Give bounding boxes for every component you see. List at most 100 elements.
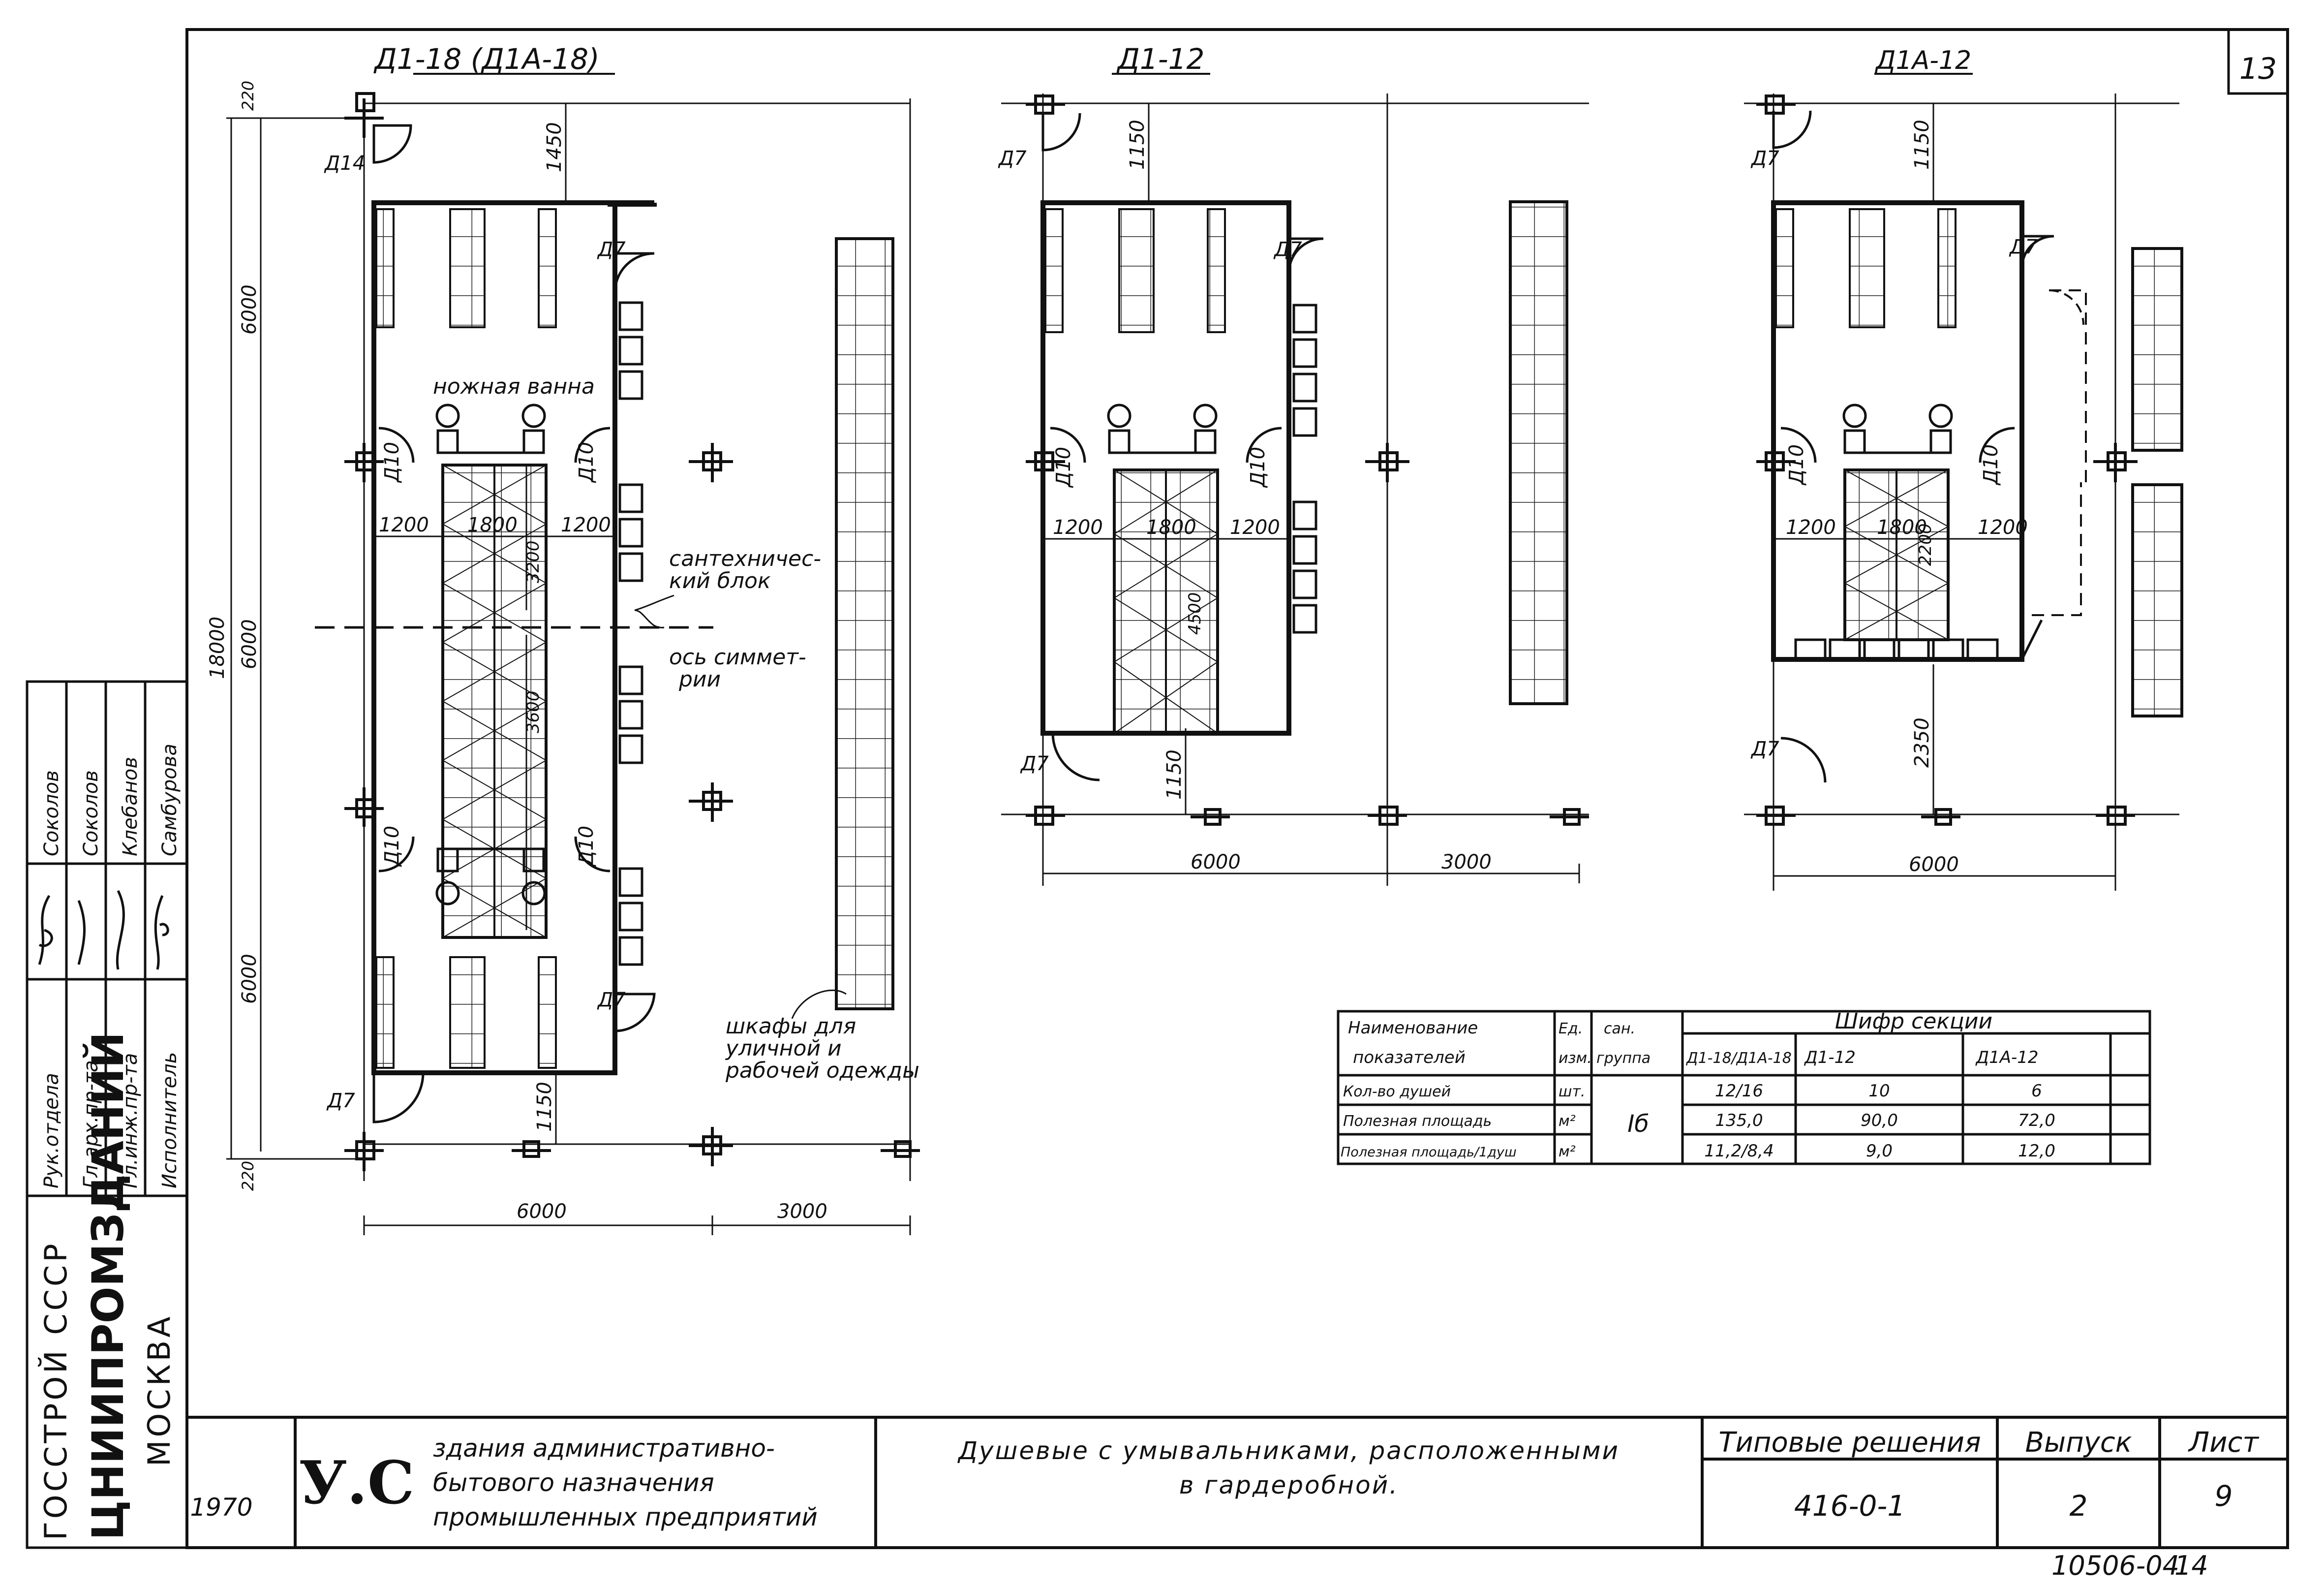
side-stamp-role-4: Исполнитель: [158, 1052, 181, 1188]
p3-dim-2350: 2350: [1911, 717, 1933, 768]
p2-dim-1200-left: 1200: [1053, 516, 1103, 539]
p2-door-d7-top: Д7: [998, 147, 1027, 170]
table-row-1-name: Кол-во душей: [1343, 1083, 1451, 1100]
title-typical-label: Типовые решения: [1718, 1427, 1981, 1459]
table-row-3-name: Полезная площадь/1душ: [1341, 1145, 1517, 1160]
p1-dim-bottom-3000: 3000: [777, 1200, 827, 1223]
p2-dim-1150-bottom: 1150: [1163, 749, 1186, 800]
table-h-group-2: группа: [1596, 1050, 1651, 1067]
title-sheet-value: 9: [2215, 1479, 2233, 1513]
p1-dim-6000-b: 6000: [238, 619, 261, 669]
p1-dim-bottom-gap: 220: [239, 1161, 257, 1191]
table-row-1-c3: 6: [2031, 1081, 2042, 1101]
side-stamp: [26, 680, 188, 1549]
p2-dim-bottom-6000: 6000: [1191, 851, 1241, 873]
p1-dim-1200-right: 1200: [561, 514, 611, 536]
table-row-3-c2: 9,0: [1866, 1141, 1893, 1161]
p3-door-d10-b: Д10: [1980, 444, 2002, 486]
p1-label-lockers-3: рабочей одежды: [725, 1058, 919, 1083]
plan-d1-18: Д1-18 (Д1А-18): [206, 42, 920, 1235]
table-row-2-name: Полезная площадь: [1343, 1113, 1492, 1130]
p1-dim-6000-a: 6000: [238, 284, 261, 335]
p1-dim-bottom-6000: 6000: [517, 1200, 567, 1223]
side-stamp-org-3: МОСКВА: [141, 1313, 177, 1466]
p1-door-d7-bottom-right: Д7: [597, 989, 626, 1011]
p1-door-d10-b: Д10: [575, 442, 598, 483]
p1-door-d10-d: Д10: [575, 826, 598, 867]
table-h-name-1: Наименование: [1348, 1018, 1478, 1038]
table-row-2-c3: 72,0: [2018, 1111, 2055, 1130]
title-sheet-label: Лист: [2188, 1427, 2259, 1459]
side-stamp-role-3: Гл.инж.пр-та: [119, 1053, 142, 1188]
side-stamp-org-2: ЦНИИПРОМЗДАНИЙ: [83, 1032, 133, 1540]
side-stamp-name-3: Клебанов: [119, 757, 142, 856]
table-h-unit-2: изм.: [1559, 1050, 1592, 1067]
p3-door-d10-a: Д10: [1785, 444, 1808, 486]
side-stamp-role-2: Гл.арх.пр-та: [80, 1060, 102, 1188]
sheet-number-top: 13: [2239, 52, 2277, 86]
table-row-1-c1: 12/16: [1715, 1081, 1763, 1101]
plan-title-d1-18: Д1-18 (Д1А-18): [373, 42, 599, 76]
inventory-page: 14: [2174, 1550, 2208, 1581]
p3-dim-1200-right: 1200: [1978, 516, 2028, 539]
p2-dim-1150-top: 1150: [1126, 120, 1149, 170]
plan-title-d1-12: Д1-12: [1116, 42, 1205, 76]
side-stamp-name-1: Соколов: [40, 770, 63, 856]
p1-dim-3200: 3200: [523, 540, 543, 583]
p3-dim-bottom-6000: 6000: [1909, 853, 1959, 876]
title-logo: У.С: [299, 1448, 415, 1518]
side-stamp-name-2: Соколов: [80, 770, 102, 856]
p1-dim-18000: 18000: [206, 617, 229, 679]
p1-dim-3600: 3600: [523, 690, 543, 733]
table-row-1-unit: шт.: [1559, 1083, 1585, 1100]
title-series-1: здания административно-: [433, 1434, 775, 1463]
title-series-2: бытового назначения: [433, 1468, 714, 1497]
p2-dim-4500: 4500: [1185, 592, 1205, 635]
p3-door-d7-bottom: Д7: [1750, 738, 1779, 760]
p3-door-d7-top: Д7: [1750, 147, 1779, 170]
p2-dim-bottom-3000: 3000: [1441, 851, 1492, 873]
plan-d1-12: Д1-12: [998, 42, 1589, 886]
p1-label-lockers-1: шкафы для: [726, 1014, 856, 1039]
table-h-c3: Д1А-12: [1975, 1048, 2039, 1067]
p1-label-lockers-2: уличной и: [725, 1036, 842, 1061]
p1-label-axis-1: ось симмет-: [669, 645, 806, 670]
title-typical-value: 416-0-1: [1794, 1489, 1905, 1523]
table-h-unit-1: Ед.: [1559, 1020, 1583, 1037]
p1-label-plumbing-1: сантехничес-: [669, 546, 821, 571]
table-h-name-2: показателей: [1353, 1048, 1466, 1067]
table-h-c2: Д1-12: [1804, 1048, 1856, 1067]
p1-door-d7-bottom-left: Д7: [326, 1090, 355, 1112]
p1-door-d10-a: Д10: [381, 442, 403, 483]
table-row-3-c3: 12,0: [2018, 1141, 2055, 1161]
title-drawing-1: Душевые с умывальниками, расположенными: [957, 1436, 1620, 1465]
p1-dim-1200-left: 1200: [379, 514, 429, 536]
p2-dim-1800: 1800: [1146, 516, 1196, 539]
p1-dim-1150: 1150: [533, 1082, 556, 1132]
p2-door-d7-bottom: Д7: [1020, 752, 1049, 775]
p3-dim-1150-top: 1150: [1911, 120, 1933, 170]
title-series-3: промышленных предприятий: [433, 1503, 818, 1531]
p3-dim-2200: 2200: [1916, 523, 1935, 566]
side-stamp-org-1: ГОССТРОЙ СССР: [38, 1241, 74, 1540]
p1-door-d14: Д14: [324, 152, 365, 175]
p1-label-plumbing-2: кий блок: [669, 568, 771, 593]
table-row-3-c1: 11,2/8,4: [1704, 1141, 1774, 1161]
plan-d1a-12: Д1А-12: [1744, 46, 2183, 891]
table-h-c1: Д1-18/Д1А-18: [1685, 1050, 1792, 1067]
p2-dim-1200-right: 1200: [1230, 516, 1280, 539]
table-row-2-unit: м²: [1559, 1113, 1576, 1130]
title-year: 1970: [190, 1493, 252, 1522]
table-group-value: Iб: [1627, 1110, 1649, 1138]
table-row-3-unit: м²: [1559, 1143, 1576, 1160]
p2-door-d10-a: Д10: [1052, 447, 1075, 488]
p2-door-d10-b: Д10: [1247, 447, 1269, 488]
indicator-table: [1337, 1010, 2151, 1165]
side-stamp-signatures: [38, 890, 169, 970]
p1-dim-6000-c: 6000: [238, 954, 261, 1004]
title-block: [294, 1417, 2288, 1548]
table-row-1-c2: 10: [1868, 1081, 1890, 1101]
p1-label-foot-bath: ножная ванна: [433, 374, 595, 399]
title-issue-label: Выпуск: [2025, 1427, 2132, 1459]
